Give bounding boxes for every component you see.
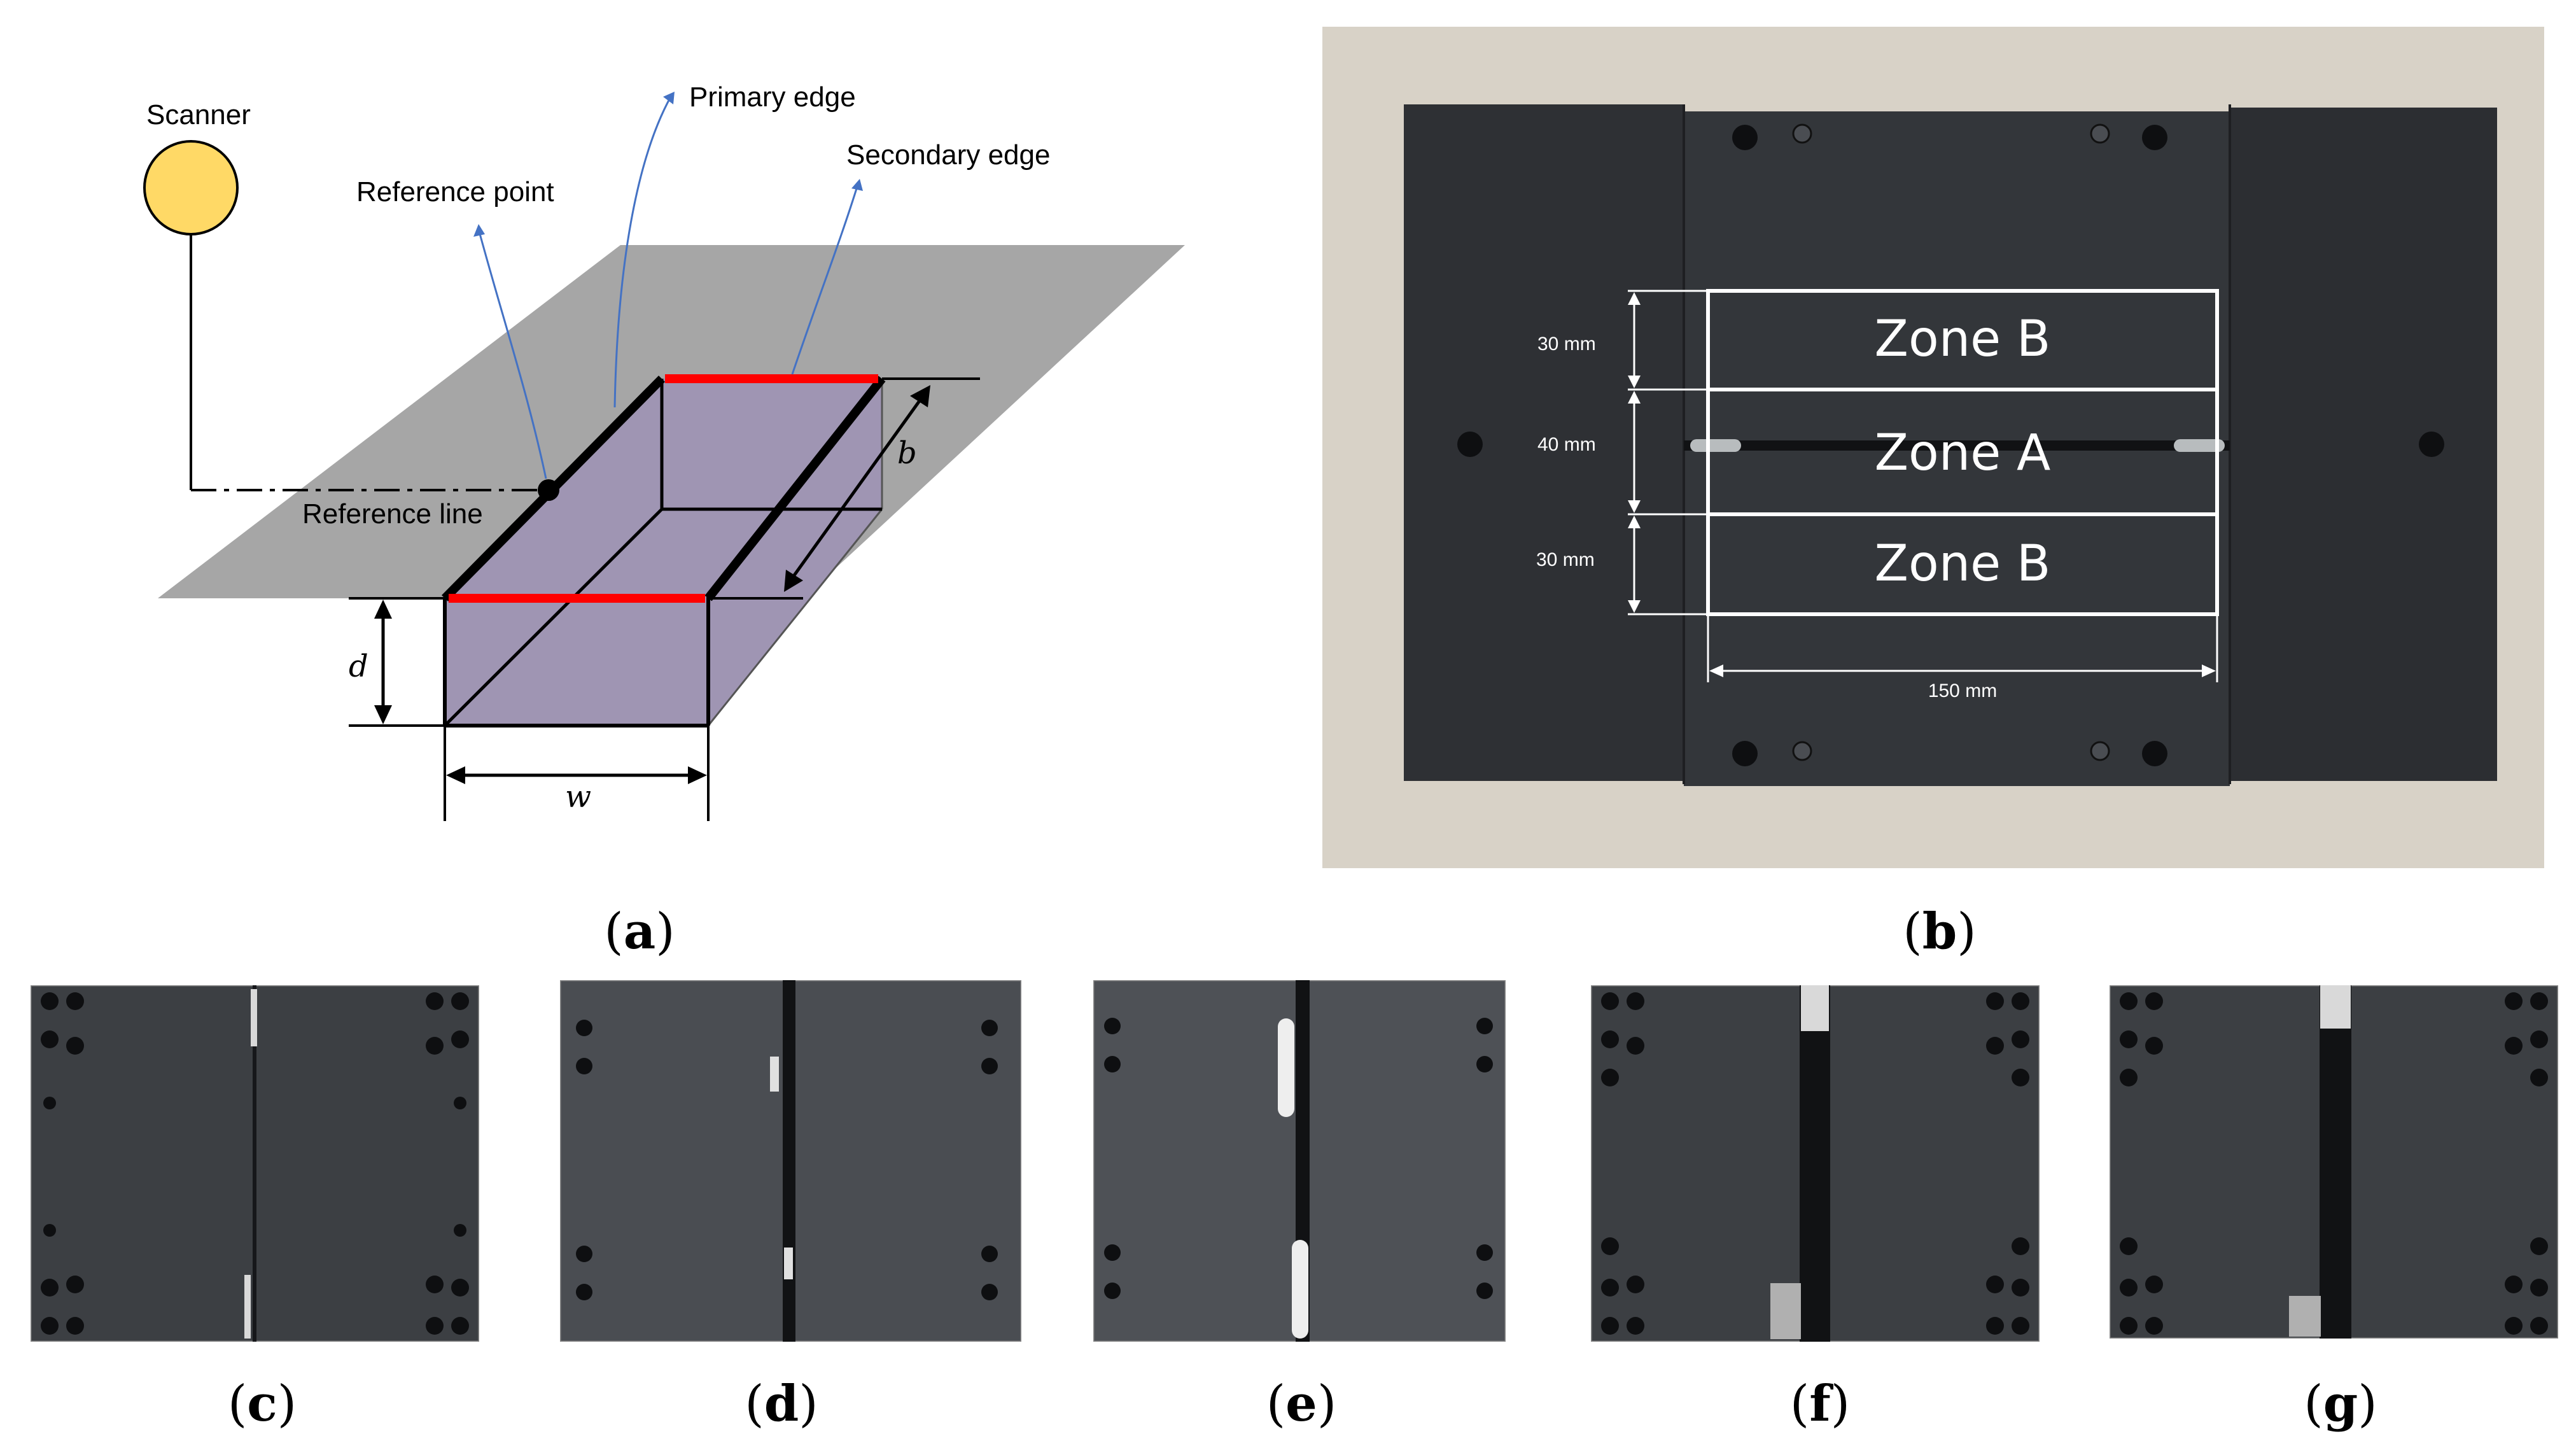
- left-plate: [1404, 104, 1684, 781]
- scanner-label: Scanner: [146, 99, 251, 130]
- caption-g: (g): [2304, 1375, 2377, 1433]
- right-plate: [2230, 108, 2497, 781]
- reference-line-label: Reference line: [302, 498, 483, 530]
- leader-primary-edge: [613, 96, 672, 408]
- dimension-w-label: w: [565, 779, 591, 815]
- panel-c-photo: [31, 985, 479, 1342]
- primary-edge-label: Primary edge: [689, 81, 856, 113]
- panel-e-photo: [1093, 980, 1506, 1342]
- zone-b-top-label: Zone B: [1875, 311, 2051, 368]
- caption-d: (d): [745, 1375, 818, 1433]
- caption-c: (c): [227, 1375, 297, 1433]
- panel-b-photo: Zone B Zone A Zone B 30 mm 40 mm 30 mm 1…: [1322, 27, 2544, 868]
- dimension-b: [787, 393, 926, 584]
- panel-d-photo: [560, 980, 1021, 1342]
- dim-width-label: 150 mm: [1928, 680, 1997, 701]
- leader-secondary-edge: [791, 184, 859, 375]
- dim-bottom-label: 30 mm: [1536, 549, 1595, 570]
- zone-a-label: Zone A: [1875, 425, 2051, 482]
- mounting-holes: [1457, 125, 2444, 766]
- scanner-icon: [143, 140, 239, 235]
- primary-edge-right: [704, 376, 886, 601]
- reference-point: [538, 479, 559, 501]
- panel-a-diagram: Scanner Primary edge Secondary edge Refe…: [143, 81, 1185, 821]
- screw-heads: [1792, 123, 2110, 761]
- center-slot: [1684, 440, 2230, 451]
- groove-hidden-edge: [707, 509, 883, 726]
- dim-middle-label: 40 mm: [1537, 434, 1596, 455]
- caption-e: (e): [1266, 1375, 1337, 1433]
- groove-back-wall: [662, 379, 882, 509]
- zone-b-bottom-label: Zone B: [1875, 535, 2051, 593]
- caption-b: (b): [1903, 903, 1977, 960]
- caption-f: (f): [1789, 1375, 1851, 1433]
- dimension-b-label: b: [897, 435, 917, 471]
- secondary-edge-label: Secondary edge: [846, 139, 1050, 171]
- panel-f-photo: [1591, 985, 2040, 1342]
- groove-front-face: [445, 598, 708, 726]
- leader-reference-point: [477, 228, 547, 479]
- zone-b-bottom-box: [1706, 512, 2219, 616]
- caption-a: (a): [604, 903, 675, 960]
- dim-top-label: 30 mm: [1537, 334, 1596, 355]
- panel-g-photo: [2110, 985, 2558, 1339]
- dimension-d-label: d: [349, 649, 368, 684]
- reference-point-label: Reference point: [356, 176, 554, 207]
